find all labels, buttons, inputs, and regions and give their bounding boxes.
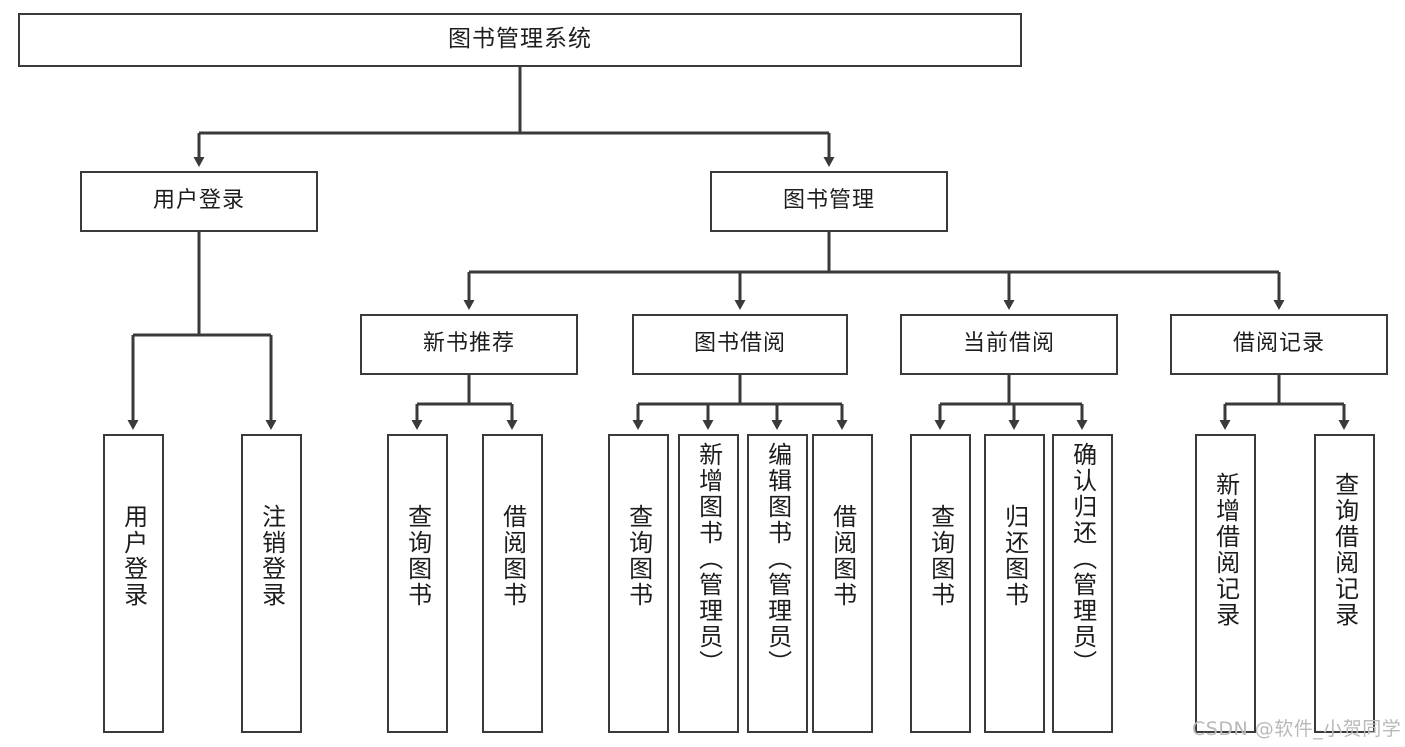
node-user-login[interactable]: 用户登录	[80, 171, 318, 232]
node-leaf-logout[interactable]: 注销登录	[241, 434, 302, 733]
node-current-borrow[interactable]: 当前借阅	[900, 314, 1118, 375]
node-leaf-confirm-return[interactable]: 确认归还（管理员）	[1052, 434, 1113, 733]
node-user-login-label: 用户登录	[152, 188, 245, 214]
node-leaf-borrow-book-rec-label: 借阅图书	[498, 504, 527, 608]
node-leaf-borrow-book-label: 借阅图书	[828, 504, 857, 608]
node-leaf-query-book-cur-label: 查询图书	[926, 504, 955, 608]
node-leaf-logout-label: 注销登录	[257, 504, 286, 608]
node-leaf-query-book-rec-label: 查询图书	[403, 504, 432, 608]
node-leaf-edit-book[interactable]: 编辑图书（管理员）	[747, 434, 808, 733]
node-leaf-user-login[interactable]: 用户登录	[103, 434, 164, 733]
node-leaf-query-record-label: 查询借阅记录	[1330, 472, 1359, 628]
node-leaf-add-book[interactable]: 新增图书（管理员）	[678, 434, 739, 733]
node-leaf-query-book-rec[interactable]: 查询图书	[387, 434, 448, 733]
node-leaf-borrow-book[interactable]: 借阅图书	[812, 434, 873, 733]
node-leaf-return-book-label: 归还图书	[1000, 504, 1029, 608]
node-new-book-rec-label: 新书推荐	[422, 331, 515, 357]
node-root-label: 图书管理系统	[448, 26, 592, 53]
node-root[interactable]: 图书管理系统	[18, 13, 1022, 67]
node-leaf-add-book-label: 新增图书（管理员）	[694, 442, 723, 676]
node-book-manage-label: 图书管理	[782, 188, 875, 214]
node-current-borrow-label: 当前借阅	[962, 331, 1055, 357]
node-leaf-query-book-cur[interactable]: 查询图书	[910, 434, 971, 733]
node-book-manage[interactable]: 图书管理	[710, 171, 948, 232]
node-leaf-add-record-label: 新增借阅记录	[1211, 472, 1240, 628]
node-leaf-confirm-return-label: 确认归还（管理员）	[1068, 442, 1097, 676]
node-leaf-borrow-book-rec[interactable]: 借阅图书	[482, 434, 543, 733]
node-book-borrow[interactable]: 图书借阅	[632, 314, 848, 375]
node-new-book-rec[interactable]: 新书推荐	[360, 314, 578, 375]
node-leaf-user-login-label: 用户登录	[119, 504, 148, 608]
node-book-borrow-label: 图书借阅	[693, 331, 786, 357]
node-leaf-query-book-borrow[interactable]: 查询图书	[608, 434, 669, 733]
node-borrow-record-label: 借阅记录	[1232, 331, 1325, 357]
node-leaf-return-book[interactable]: 归还图书	[984, 434, 1045, 733]
node-borrow-record[interactable]: 借阅记录	[1170, 314, 1388, 375]
node-leaf-edit-book-label: 编辑图书（管理员）	[763, 442, 792, 676]
node-leaf-query-book-borrow-label: 查询图书	[624, 504, 653, 608]
node-leaf-add-record[interactable]: 新增借阅记录	[1195, 434, 1256, 733]
csdn-watermark: CSDN @软件_小贺同学	[1192, 718, 1402, 740]
node-leaf-query-record[interactable]: 查询借阅记录	[1314, 434, 1375, 733]
